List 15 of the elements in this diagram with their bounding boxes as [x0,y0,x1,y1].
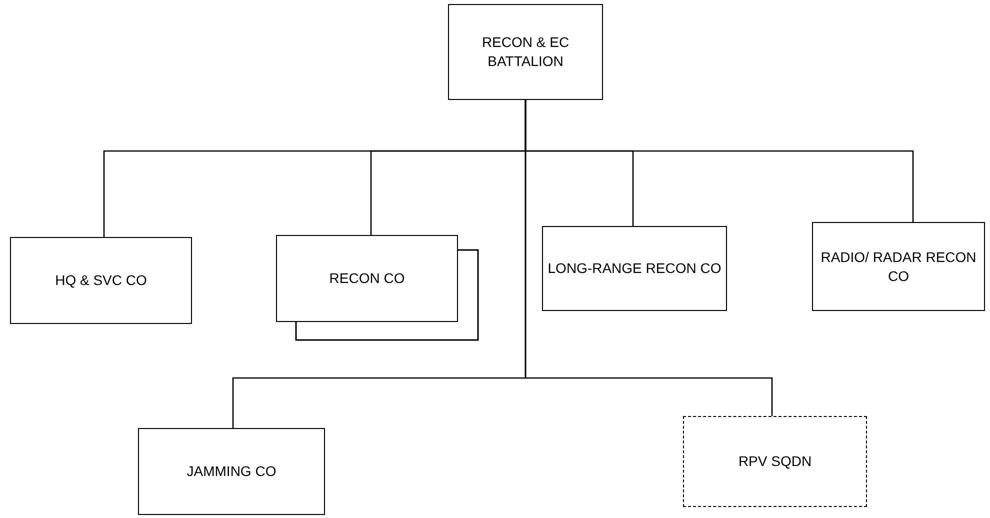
unit-name: LONG-RANGE RECON CO [548,259,722,278]
unit-box [448,4,603,100]
unit-name: JAMMING CO [186,462,276,481]
unit-box [812,222,985,311]
unit-name: HQ & SVC CO [55,271,147,290]
unit-box [10,237,192,324]
unit-name: RPV SQDN [738,452,812,471]
unit-name: RADIO/ RADAR RECON CO [820,248,978,286]
unit-name: RECON & EC BATTALION [480,33,570,71]
unit-name: RECON CO [329,269,405,288]
unit-box [138,428,325,515]
connector-line [524,100,773,416]
unit-box [683,416,867,507]
unit-box [276,235,458,322]
unit-box [542,226,727,311]
